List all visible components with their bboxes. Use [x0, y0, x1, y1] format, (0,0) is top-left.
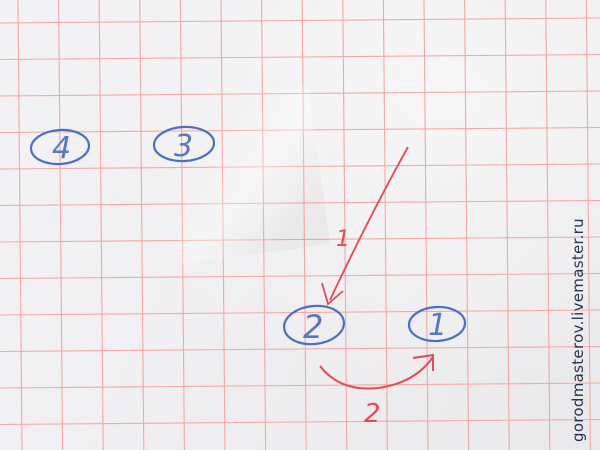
- arrow-2: 2: [319, 353, 434, 429]
- grid-vertical-line: [423, 0, 429, 450]
- circle-1-label: 1: [428, 308, 447, 343]
- grid-vertical-line: [585, 0, 591, 450]
- grid-vertical-line: [504, 0, 510, 450]
- circle-2: 2: [282, 304, 346, 346]
- grid-vertical-line: [139, 0, 145, 450]
- grid-horizontal-line: [0, 345, 600, 353]
- circle-2-label: 2: [303, 308, 323, 346]
- grid-vertical-line: [261, 0, 267, 450]
- circle-4-label: 4: [52, 131, 71, 166]
- grid-horizontal-line: [0, 17, 600, 24]
- grid-horizontal-line: [0, 382, 600, 389]
- circle-3-label: 3: [174, 129, 193, 164]
- grid-horizontal-line: [0, 236, 600, 243]
- circle-4: 4: [29, 128, 91, 166]
- grid-horizontal-line: [0, 309, 600, 316]
- watermark-text: gorodmasterov.livemaster.ru: [569, 218, 587, 442]
- grid-vertical-line: [58, 0, 64, 450]
- grid-vertical-line: [342, 0, 348, 450]
- circle-1: 1: [407, 305, 467, 343]
- arrow-1: 1: [321, 146, 409, 306]
- grid-horizontal-line: [0, 163, 600, 170]
- grid-horizontal-line: [0, 53, 600, 61]
- grid-horizontal-line: [0, 90, 600, 97]
- grid-horizontal-line: [0, 126, 600, 134]
- grid-horizontal-line: [0, 418, 600, 426]
- arrow-1-label: 1: [336, 227, 350, 252]
- grid-vertical-line: [545, 0, 551, 450]
- grid-vertical-line: [220, 0, 226, 450]
- grid-vertical-line: [179, 0, 185, 450]
- circle-3: 3: [152, 125, 216, 164]
- grid-horizontal-line: [0, 199, 600, 207]
- grid-vertical-line: [382, 0, 388, 450]
- grid-vertical-line: [98, 0, 104, 450]
- arrow-2-label: 2: [364, 399, 381, 429]
- grid-vertical-line: [17, 0, 23, 450]
- grid-vertical-line: [301, 0, 307, 450]
- grid-horizontal-line: [0, 272, 600, 280]
- grid-vertical-line: [464, 0, 470, 450]
